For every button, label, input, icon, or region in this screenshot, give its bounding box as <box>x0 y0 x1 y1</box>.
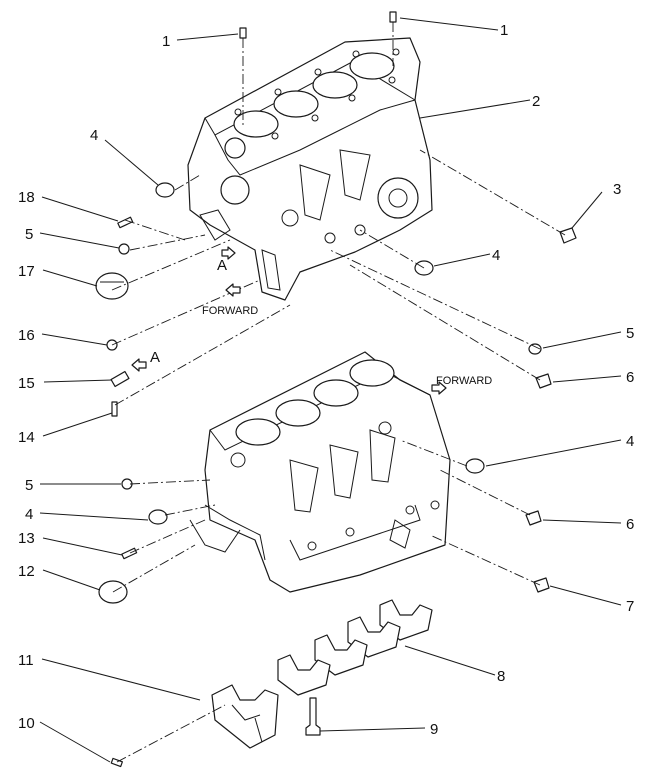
callout-13: 13 <box>18 530 35 547</box>
plug-5-left <box>118 243 130 255</box>
bore-3-lower <box>313 379 359 407</box>
callout-4-upper-right: 4 <box>492 247 500 264</box>
alignment-lines <box>111 22 566 763</box>
view-a-arrow-icon <box>131 358 147 372</box>
cup-plug-lower-left <box>148 509 168 525</box>
lower-cylinder-block <box>189 351 451 593</box>
callout-17: 17 <box>18 263 35 280</box>
forward-label-upper: FORWARD <box>202 305 258 317</box>
pin-14 <box>111 401 118 417</box>
bore-4-lower <box>349 359 395 387</box>
leader-lines <box>39 17 622 763</box>
callout-7: 7 <box>626 598 634 615</box>
callout-15: 15 <box>18 375 35 392</box>
cup-plug-upper <box>155 182 175 198</box>
callout-2: 2 <box>532 93 540 110</box>
cup-plug-lower-right <box>465 458 485 474</box>
bore-3-upper <box>312 71 358 99</box>
callout-16: 16 <box>18 327 35 344</box>
callout-5-right: 5 <box>626 325 634 342</box>
callout-5-upper-left: 5 <box>25 226 33 243</box>
callout-1-left: 1 <box>162 33 170 50</box>
main-bearing-caps <box>277 599 433 696</box>
view-a-label-lower: A <box>150 349 160 366</box>
direction-markers: FORWARD FORWARD A A <box>131 246 492 395</box>
bolt-9 <box>305 697 321 736</box>
upper-cylinder-block <box>187 37 433 301</box>
bore-2-lower <box>275 399 321 427</box>
dowel-15 <box>110 370 130 388</box>
bore-4-upper <box>349 52 395 80</box>
callout-18: 18 <box>18 189 35 206</box>
plug-7 <box>533 577 550 593</box>
pin-13 <box>121 547 138 560</box>
callout-6-upper: 6 <box>626 369 634 386</box>
forward-label-lower: FORWARD <box>436 375 492 387</box>
plug-6-lower <box>525 510 542 526</box>
callout-4-lower-right: 4 <box>626 433 634 450</box>
dowel-pin-right <box>389 11 397 23</box>
callout-5-lower-left: 5 <box>25 477 33 494</box>
callout-9: 9 <box>430 721 438 738</box>
callout-14: 14 <box>18 429 35 446</box>
callout-3: 3 <box>613 181 621 198</box>
bore-1-lower <box>235 418 281 446</box>
upper-front-boss <box>377 177 419 219</box>
pin-10 <box>110 757 123 768</box>
callout-4-lower-left: 4 <box>25 506 33 523</box>
bore-1-upper <box>233 110 279 138</box>
forward-arrow-upper-icon <box>225 283 241 297</box>
forward-arrow-top-icon <box>221 246 236 260</box>
plug-6-upper <box>535 373 552 389</box>
callout-10: 10 <box>18 715 35 732</box>
callout-1-right: 1 <box>500 22 508 39</box>
pin-18 <box>117 216 134 229</box>
callout-6-lower: 6 <box>626 516 634 533</box>
bushing-17 <box>95 272 129 300</box>
view-a-label-upper: A <box>217 257 227 274</box>
callout-11: 11 <box>18 652 34 669</box>
callout-8: 8 <box>497 668 505 685</box>
callout-numbers: 1 1 2 3 4 4 4 4 5 5 5 6 6 7 8 9 10 11 12… <box>18 22 634 738</box>
callout-12: 12 <box>18 563 35 580</box>
bore-2-upper <box>273 90 319 118</box>
callout-4-upper-left: 4 <box>90 127 98 144</box>
plug-3 <box>559 227 577 244</box>
rear-bearing-cap <box>211 684 279 749</box>
plug-5-right <box>528 343 542 355</box>
forward-arrow-lower-icon <box>431 381 447 395</box>
dowel-pin-left <box>239 27 247 39</box>
